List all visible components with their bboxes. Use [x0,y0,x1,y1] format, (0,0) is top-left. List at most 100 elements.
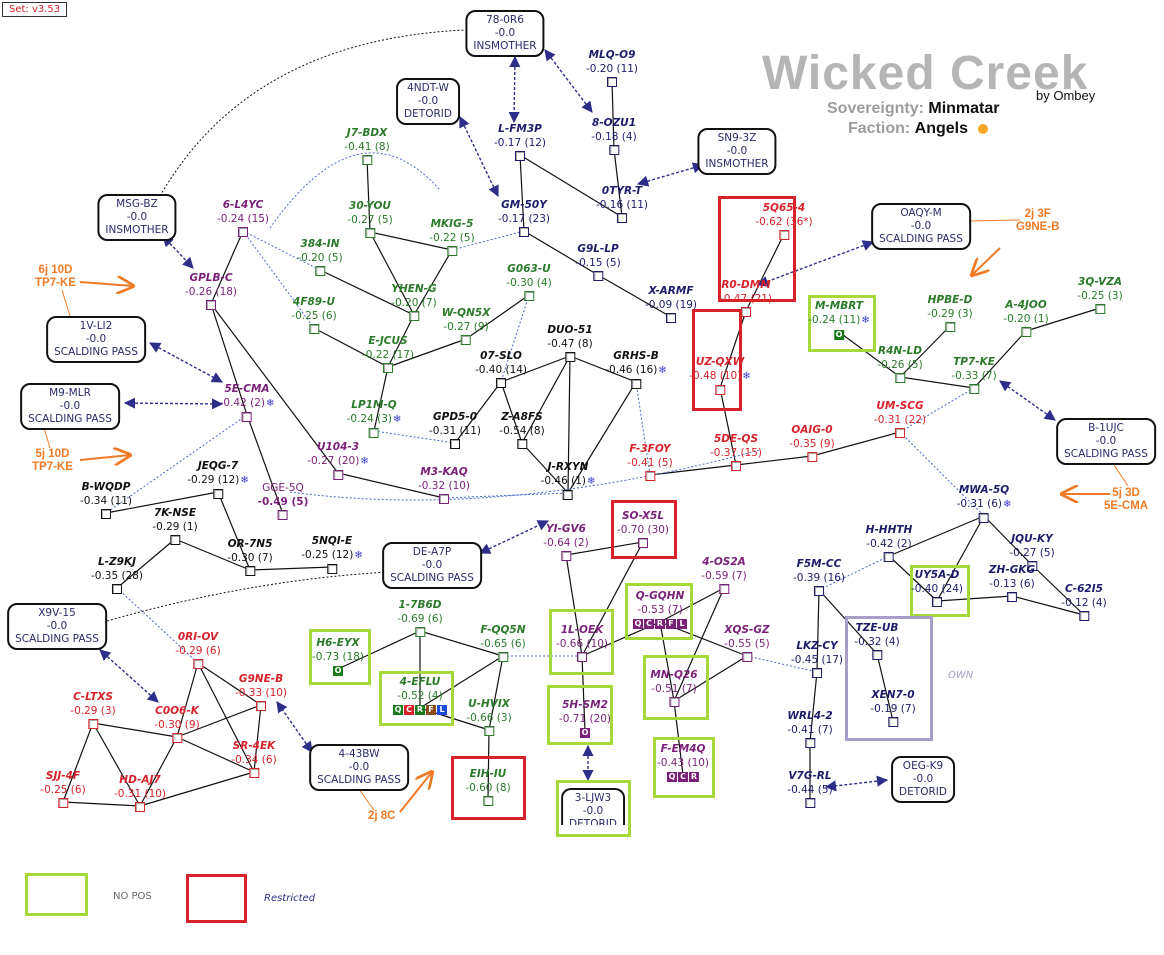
system-node[interactable]: X-ARMF-0.09 (19) [645,284,697,323]
system-node[interactable]: A-4JOO-0.20 (1) [1003,298,1049,337]
system-square-icon[interactable] [314,266,325,276]
system-node[interactable]: TZE-UB-0.32 (4) [854,621,900,660]
system-square-icon[interactable] [361,155,372,165]
system-node[interactable]: GGE-5Q-0.49 (5) [258,481,308,520]
system-node[interactable]: H6-EYX-0.73 (18)O [312,636,364,676]
system-node[interactable]: OAIG-0-0.35 (9) [789,423,835,462]
system-node[interactable]: HPBE-D-0.29 (3) [927,293,973,332]
system-square-icon[interactable] [895,428,905,438]
system-node[interactable]: 5E-CMA-0.42 (2)❄ [220,382,274,422]
system-node[interactable]: XQS-GZ-0.55 (5) [724,623,770,662]
system-node[interactable]: B-WQDP-0.34 (11) [80,480,132,519]
system-square-icon[interactable] [238,227,248,237]
system-square-icon[interactable] [668,697,679,707]
system-node[interactable]: 7K-NSE-0.29 (1) [152,506,198,545]
system-node[interactable]: L-FM3P-0.17 (12) [494,122,546,161]
system-square-icon[interactable] [446,246,457,256]
system-node[interactable]: GRHS-B-0.46 (16)❄ [605,349,667,389]
system-square-icon[interactable] [461,335,471,345]
system-square-icon[interactable] [731,461,741,471]
system-node[interactable]: C0O6-K-0.30 (9) [154,704,200,743]
system-node[interactable]: U-HVIX-0.66 (3) [466,697,512,736]
system-square-icon[interactable] [714,385,725,395]
system-square-icon[interactable] [1006,592,1017,602]
system-square-icon[interactable] [577,652,587,662]
system-node[interactable]: 5DE-QS-0.37 (15) [710,432,762,471]
system-node[interactable]: UM-SCG-0.31 (22) [874,399,926,438]
system-node[interactable]: H-HHTH-0.42 (2) [866,523,912,562]
system-square-icon[interactable] [450,439,460,449]
system-square-icon[interactable] [718,584,729,594]
system-node[interactable]: M-MBRT-0.24 (11)❄O [808,299,870,340]
system-node[interactable]: GPD5-0-0.31 (11) [429,410,481,449]
system-square-icon[interactable] [516,439,527,449]
system-node[interactable]: J-RXYN-0.46 (1)❄ [541,460,595,500]
system-node[interactable]: OR-7N5-0.30 (7) [227,537,273,576]
system-node[interactable]: F-QQ5N-0.65 (6) [480,623,526,662]
system-square-icon[interactable] [968,384,979,394]
system-square-icon[interactable] [894,373,905,383]
system-node[interactable]: 384-IN-0.20 (5) [297,237,343,276]
system-node[interactable]: G9L-LP-0.15 (5) [575,242,621,281]
system-square-icon[interactable] [171,733,182,743]
system-square-icon[interactable] [277,510,288,520]
system-node[interactable]: SO-X5L-0.70 (30) [617,509,669,548]
system-node[interactable]: GM-50Y-0.17 (23) [498,198,550,237]
system-node[interactable]: MWA-5Q-0.31 (6)❄ [957,483,1011,523]
system-node[interactable]: DUO-51-0.47 (8) [547,323,593,362]
system-node[interactable]: SJJ-4F-0.25 (6) [40,769,86,808]
system-node[interactable]: SR-4EK-0.34 (6) [231,739,277,778]
system-square-icon[interactable] [519,227,529,237]
system-square-icon[interactable] [326,564,337,574]
system-node[interactable]: M3-KAQ-0.32 (10) [418,465,470,504]
system-square-icon[interactable] [212,489,223,499]
system-square-icon[interactable] [308,324,319,334]
system-node[interactable]: 0TYR-T-0.16 (11) [596,184,648,223]
system-node[interactable]: JQU-KY-0.27 (5) [1009,532,1055,571]
system-node[interactable]: J7-BDX-0.41 (8) [344,126,390,165]
system-square-icon[interactable] [483,726,494,736]
system-square-icon[interactable] [1026,561,1037,571]
system-node[interactable]: MLQ-O9-0.20 (11) [586,48,638,87]
system-square-icon[interactable] [644,471,655,481]
system-node[interactable]: W-QN5X-0.27 (9) [442,306,490,345]
system-square-icon[interactable] [414,627,425,637]
system-square-icon[interactable] [608,145,619,155]
system-square-icon[interactable] [1094,304,1105,314]
system-node[interactable]: UZ-QXW-0.48 (10)❄ [689,355,751,395]
system-square-icon[interactable] [592,271,603,281]
system-node[interactable]: F5M-CC-0.39 (16) [793,557,845,596]
system-node[interactable]: V7G-RL-0.44 (5) [787,769,833,808]
system-node[interactable]: MKIG-5-0.22 (5) [429,217,475,256]
system-square-icon[interactable] [871,650,882,660]
system-square-icon[interactable] [523,291,534,301]
system-node[interactable]: G063-U-0.30 (4) [506,262,552,301]
system-square-icon[interactable] [944,322,955,332]
system-square-icon[interactable] [804,798,815,808]
system-square-icon[interactable] [666,313,676,323]
system-node[interactable]: C-LTXS-0.29 (3) [70,690,116,729]
system-square-icon[interactable] [497,652,508,662]
system-square-icon[interactable] [192,659,203,669]
system-node[interactable]: 30-YOU-0.27 (5) [347,199,393,238]
system-square-icon[interactable] [630,379,641,389]
system-node[interactable]: 5Q65-4-0.62 (36*) [755,201,813,240]
system-square-icon[interactable] [741,307,751,317]
system-node[interactable]: G9NE-B-0.33 (10) [235,672,287,711]
system-square-icon[interactable] [256,701,266,711]
system-node[interactable]: 5NQI-E-0.25 (12)❄ [301,534,363,574]
system-square-icon[interactable] [806,452,817,462]
system-node[interactable]: 4-OS2A-0.59 (7) [701,555,747,594]
system-square-icon[interactable] [332,470,343,480]
system-square-icon[interactable] [369,428,379,438]
system-square-icon[interactable] [607,77,617,87]
